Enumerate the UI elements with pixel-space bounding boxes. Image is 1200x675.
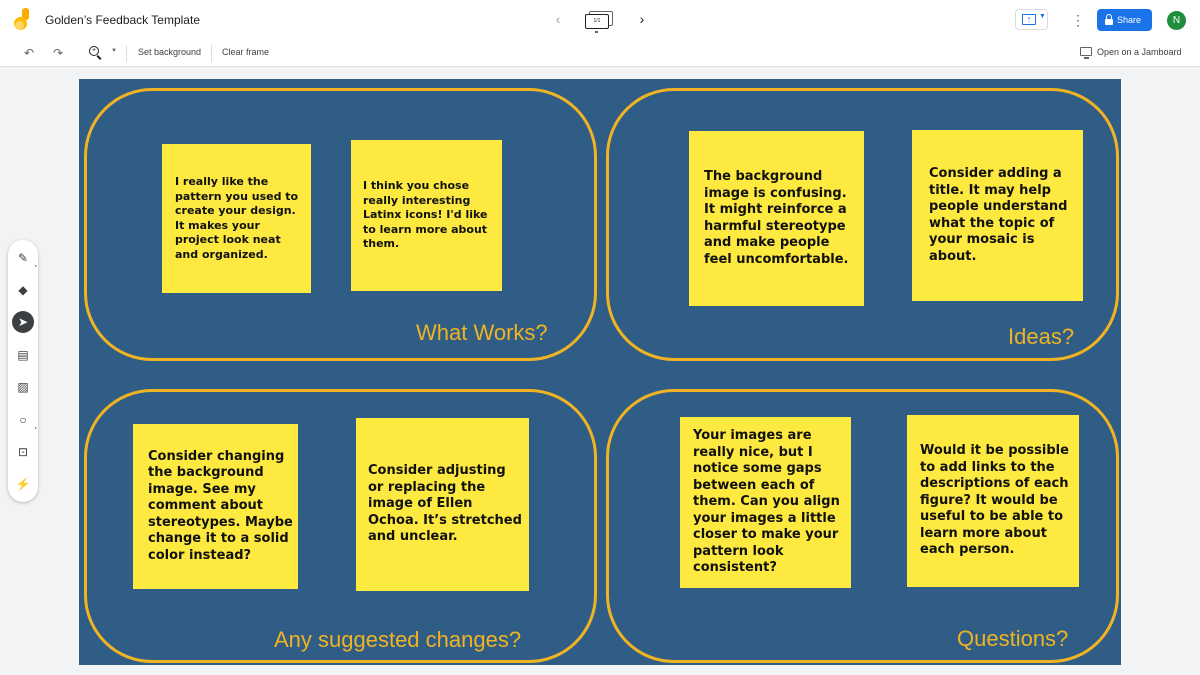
sticky-note-text: Your images are really nice, but I notic… <box>693 428 840 576</box>
sticky-note[interactable]: The background image is confusing. It mi… <box>689 131 864 306</box>
sticky-note-icon: ▤ <box>17 348 29 362</box>
redo-button[interactable]: ↷ <box>51 46 65 60</box>
more-vert-icon: ⋮ <box>1071 12 1085 28</box>
what-works-label[interactable]: What Works? <box>416 320 548 345</box>
clear-frame-button[interactable]: Clear frame <box>222 47 270 57</box>
sticky-note-text: Consider changing the background image. … <box>148 448 293 563</box>
sticky-note-text: The background image is confusing. It mi… <box>704 169 849 267</box>
circle-tool[interactable]: ○▸ <box>19 413 37 430</box>
questions-outline[interactable] <box>606 389 1119 663</box>
sticky-note-text: Consider adjusting or replacing the imag… <box>368 463 522 545</box>
set-background-button[interactable]: Set background <box>138 47 202 57</box>
sticky-note[interactable]: I think you chose really interesting Lat… <box>351 140 502 291</box>
sticky-note[interactable]: Would it be possible to add links to the… <box>907 415 1079 587</box>
sticky-note[interactable]: I really like the pattern you used to cr… <box>162 144 311 293</box>
share-label: Share <box>1117 15 1142 25</box>
avatar[interactable]: N <box>1167 11 1186 30</box>
jam-canvas[interactable]: What Works? Ideas? Any suggested changes… <box>79 79 1121 665</box>
divider <box>211 45 212 62</box>
frame-indicator: 1/1 <box>585 14 609 29</box>
undo-icon: ↶ <box>23 46 35 60</box>
ideas-label[interactable]: Ideas? <box>1008 324 1075 349</box>
circle-icon: ○ <box>19 413 27 427</box>
sticky-note-text: I really like the pattern you used to cr… <box>175 175 299 261</box>
open-on-jamboard-label: Open on a Jamboard <box>1097 47 1182 57</box>
what-works-outline[interactable] <box>84 88 597 361</box>
top-bar: Golden’s Feedback Template ‹ 1/1 › ↑ ▼ ⋮… <box>0 0 1200 40</box>
present-icon: ↑ <box>1022 14 1036 25</box>
sticky-note-text: Would it be possible to add links to the… <box>920 443 1069 558</box>
sticky-note[interactable]: Consider adding a title. It may help peo… <box>912 130 1083 301</box>
pen-tool[interactable]: ✎▸ <box>17 251 37 268</box>
more-options-button[interactable]: ⋮ <box>1070 11 1086 29</box>
chevron-down-icon: ▼ <box>1039 13 1046 20</box>
chevron-left-icon: ‹ <box>555 11 561 27</box>
image-tool[interactable]: ▨ <box>12 376 34 398</box>
undo-button[interactable]: ↶ <box>22 46 36 60</box>
lock-icon <box>1105 14 1113 25</box>
pen-icon: ✎ <box>17 251 29 265</box>
laser-icon: ⚡ <box>15 477 31 491</box>
eraser-icon: ◆ <box>18 283 28 297</box>
redo-icon: ↷ <box>52 46 64 60</box>
document-title[interactable]: Golden’s Feedback Template <box>45 13 200 27</box>
ideas-outline[interactable] <box>606 88 1119 361</box>
sticky-note[interactable]: Consider adjusting or replacing the imag… <box>356 418 529 591</box>
questions-label[interactable]: Questions? <box>957 626 1069 651</box>
sticky-note-text: Consider adding a title. It may help peo… <box>929 166 1068 264</box>
monitor-icon <box>1080 47 1092 56</box>
laser-tool[interactable]: ⚡ <box>12 473 34 495</box>
sticky-note-text: I think you chose really interesting Lat… <box>363 179 488 251</box>
sticky-note-tool[interactable]: ▤ <box>12 344 34 366</box>
text-box-tool[interactable]: ⊡ <box>12 441 34 463</box>
sticky-note[interactable]: Your images are really nice, but I notic… <box>680 417 851 588</box>
cursor-icon: ➤ <box>17 315 29 329</box>
toolbar: ↶ ↷ + ▼ Set background Clear frame Open … <box>0 40 1200 67</box>
changes-label[interactable]: Any suggested changes? <box>274 627 522 652</box>
text-box-icon: ⊡ <box>17 445 29 459</box>
image-icon: ▨ <box>17 380 29 394</box>
changes-outline[interactable] <box>84 389 597 663</box>
tool-palette: ✎▸ ◆ ➤ ▤ ▨ ○▸ ⊡ ⚡ <box>8 240 38 502</box>
select-tool[interactable]: ➤ <box>12 311 34 333</box>
zoom-icon: + <box>89 46 99 56</box>
jamboard-logo[interactable] <box>14 8 32 32</box>
sticky-note[interactable]: Consider changing the background image. … <box>133 424 298 589</box>
frame-bar-button[interactable]: 1/1 <box>585 11 615 33</box>
previous-frame-button[interactable]: ‹ <box>548 9 568 29</box>
divider <box>126 45 127 62</box>
present-button[interactable]: ↑ ▼ <box>1015 9 1048 30</box>
next-frame-button[interactable]: › <box>632 9 652 29</box>
share-button[interactable]: Share <box>1097 9 1152 31</box>
chevron-right-icon: › <box>639 11 645 27</box>
zoom-button[interactable]: + <box>88 45 104 61</box>
eraser-tool[interactable]: ◆ <box>12 279 34 301</box>
zoom-dropdown[interactable]: ▼ <box>111 48 117 54</box>
